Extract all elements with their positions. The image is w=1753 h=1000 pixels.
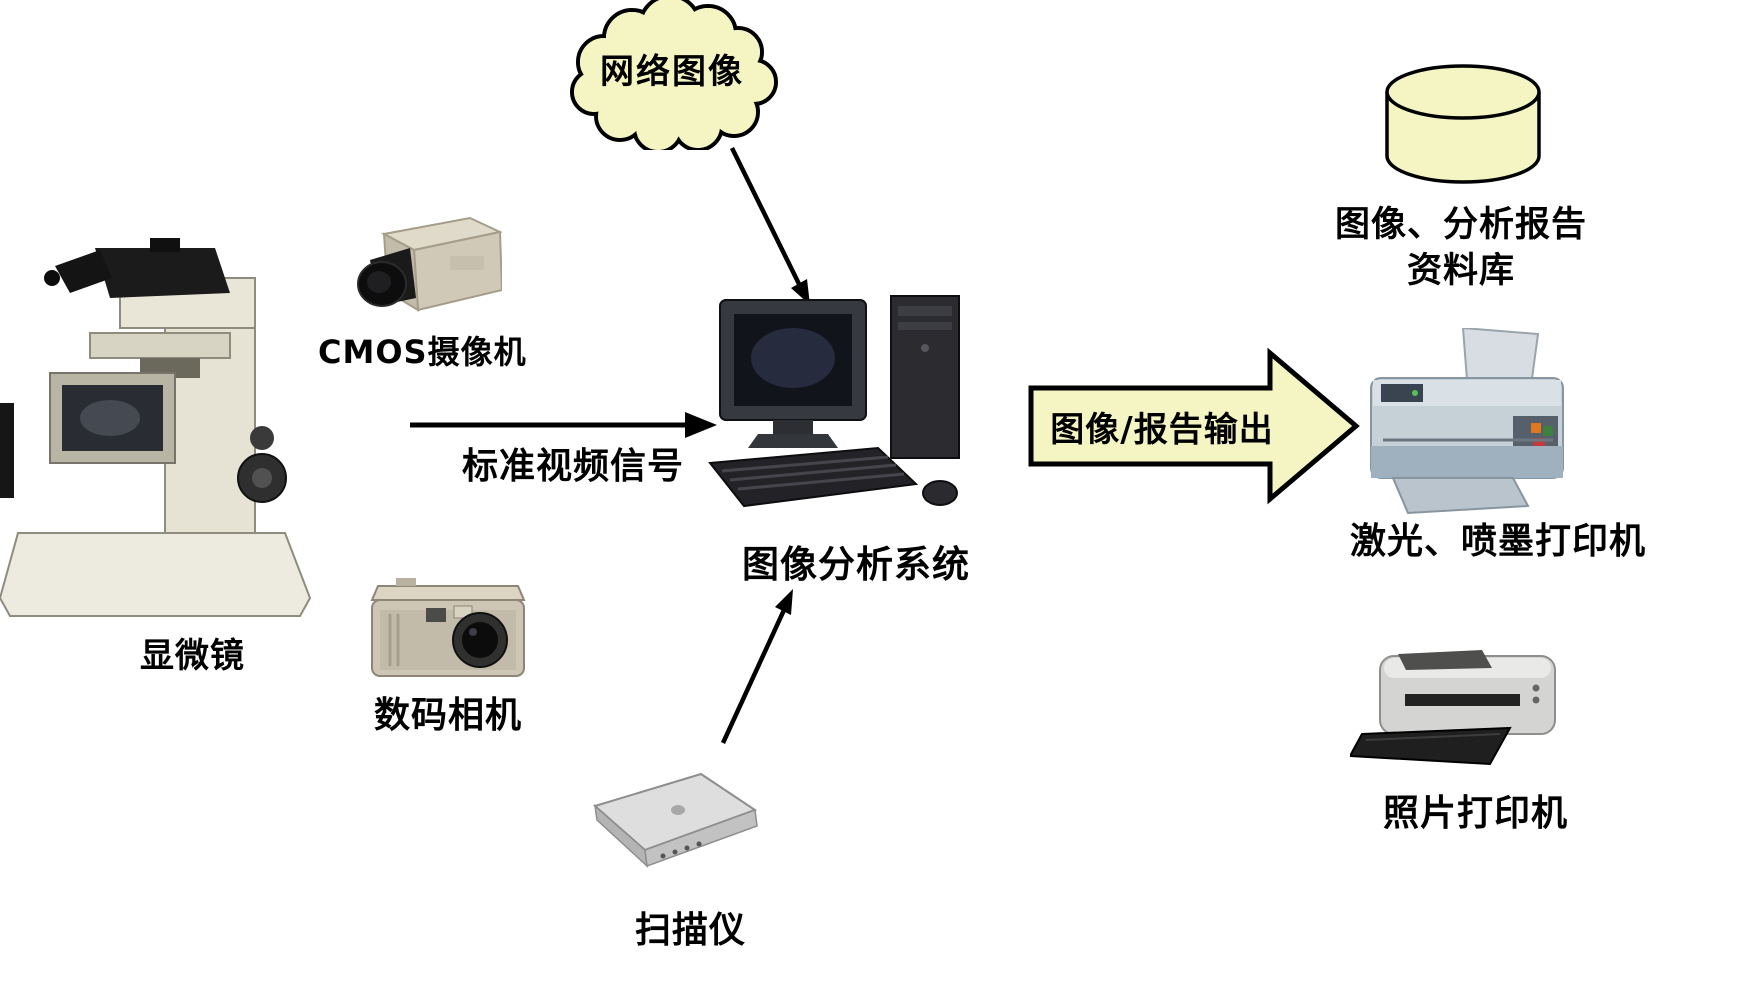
- database-label-line2: 资料库: [1406, 251, 1515, 291]
- digital-camera-label: 数码相机: [374, 695, 523, 736]
- arrow-cloud-to-computer: [729, 147, 810, 305]
- cmos-camera-image: [357, 216, 502, 312]
- cloud-label: 网络图像: [600, 52, 744, 92]
- microscope-label: 显微镜: [140, 636, 245, 676]
- digital-camera-image: [370, 578, 526, 677]
- computer-image: [708, 295, 960, 508]
- computer-label: 图像分析系统: [742, 543, 970, 586]
- database-cylinder: [1385, 64, 1541, 184]
- laser-inkjet-printer-image: [1370, 328, 1564, 515]
- database-label-line1: 图像、分析报告: [1334, 205, 1587, 245]
- laser-inkjet-printer-label: 激光、喷墨打印机: [1350, 521, 1647, 562]
- scanner-label: 扫描仪: [635, 910, 747, 951]
- arrow-scanner-to-computer: [720, 589, 793, 744]
- video-signal-label: 标准视频信号: [462, 446, 685, 487]
- arrow-video-signal: [410, 412, 717, 438]
- cloud-shape: [570, 0, 778, 150]
- output-arrow-label: 图像/报告输出: [1050, 410, 1274, 450]
- photo-printer-image: [1350, 650, 1556, 766]
- output-arrow-shape: [1028, 347, 1360, 505]
- microscope-image: [0, 238, 312, 617]
- database-label: 图像、分析报告 资料库: [1330, 202, 1592, 294]
- network-images-cloud: 网络图像: [566, 0, 778, 150]
- photo-printer-label: 照片打印机: [1383, 793, 1569, 834]
- scanner-image: [592, 772, 758, 868]
- cmos-camera-label: CMOS摄像机: [318, 333, 527, 371]
